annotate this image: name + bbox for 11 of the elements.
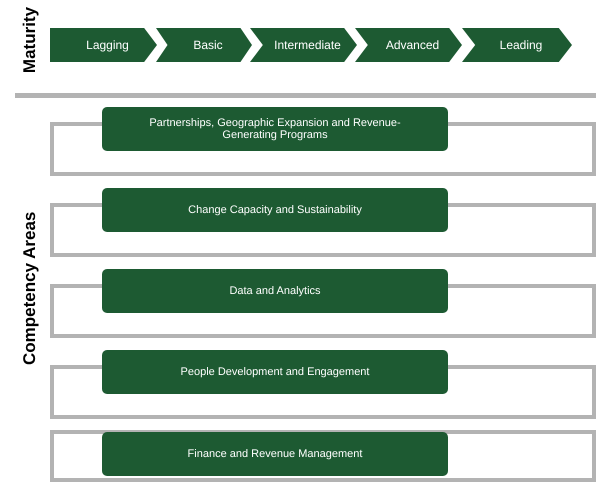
chevron-step: Lagging — [50, 28, 157, 62]
chevron-step: Advanced — [355, 28, 462, 62]
axis-label: Maturity — [20, 6, 40, 75]
chevron-step: Intermediate — [250, 28, 357, 62]
competency-box: Partnerships, Geographic Expansion and Revenue-Generating Programs — [102, 107, 448, 151]
chevron-step: Basic — [156, 28, 252, 62]
competency-box: People Development and Engagement — [102, 350, 448, 394]
competency-box: Change Capacity and Sustainability — [102, 188, 448, 232]
chevron-step: Leading — [462, 28, 572, 62]
competency-box: Finance and Revenue Management — [102, 432, 448, 476]
competency-box: Data and Analytics — [102, 269, 448, 313]
